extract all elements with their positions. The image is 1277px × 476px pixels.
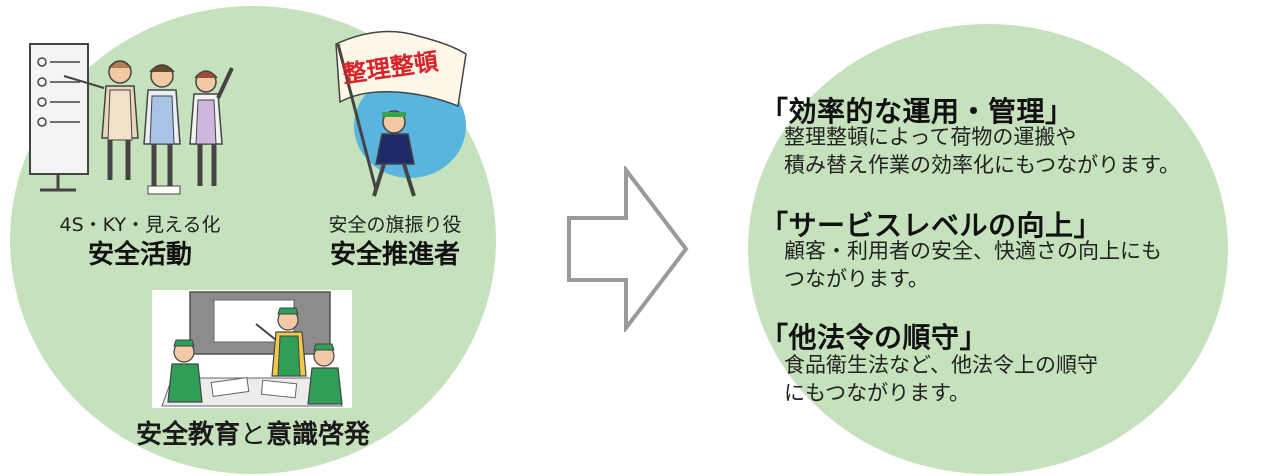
- education-caption-part2: と: [239, 420, 266, 450]
- education-caption: 安全教育と意識啓発: [100, 414, 406, 451]
- promoter-subtitle: 安全の旗振り役: [328, 214, 462, 236]
- result-text-compliance-line1: 食品衛生法など、他法令上の順守: [784, 353, 1098, 377]
- result-text-efficiency-line2: 積み替え作業の効率化にもつながります。: [784, 153, 1181, 177]
- education-caption-part3: 意識啓発: [266, 420, 371, 450]
- education-caption-part1: 安全教育: [135, 420, 240, 450]
- activity-title: 安全活動: [87, 240, 192, 270]
- right-results-circle: [748, 24, 1228, 474]
- result-title-service: 「サービスレベルの向上」: [760, 209, 1103, 242]
- result-text-service-line2: つながります。: [784, 267, 929, 291]
- result-title-efficiency: 「効率的な運用・管理」: [760, 95, 1074, 128]
- result-title-compliance: 「他法令の順守」: [760, 321, 989, 354]
- right-arrow-icon: [567, 166, 689, 332]
- result-text-compliance-line2: にもつながります。: [784, 381, 971, 405]
- result-text-service-line1: 顧客・利用者の安全、快適さの向上にも: [784, 239, 1162, 263]
- activity-subtitle: 4S・KY・見える化: [59, 214, 221, 236]
- result-text-efficiency-line1: 整理整頓によって荷物の運搬や: [784, 125, 1077, 149]
- promoter-title: 安全推進者: [329, 240, 460, 270]
- safety-activity-illustration: [29, 43, 234, 195]
- flag-bearer-illustration: [335, 30, 467, 197]
- education-illustration: [152, 290, 352, 408]
